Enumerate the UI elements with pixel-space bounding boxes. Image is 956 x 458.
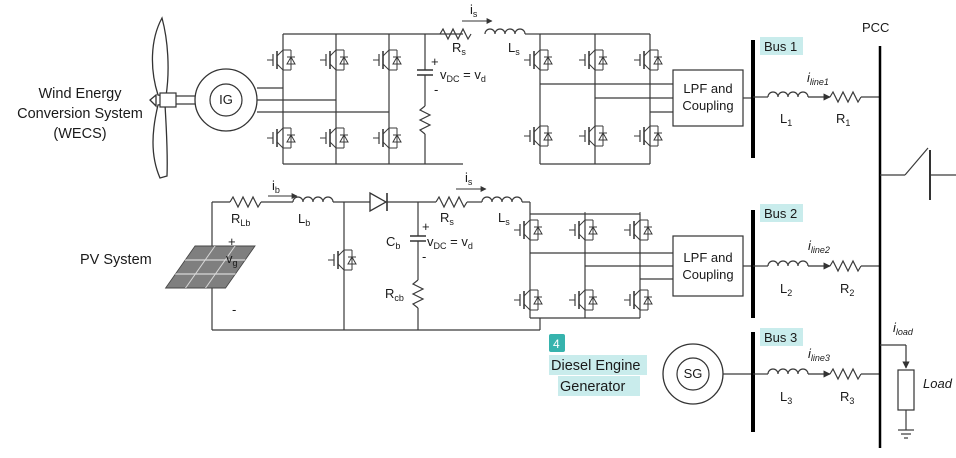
- pv-rs-label: Rs: [440, 210, 454, 227]
- svg-text:+: +: [431, 54, 439, 69]
- load-label: Load: [923, 376, 953, 391]
- inverter-switch: [578, 117, 608, 155]
- pv-inverter-switch: [568, 281, 598, 319]
- rectifier-switch: [266, 41, 296, 79]
- inverter-switch: [578, 41, 608, 79]
- svg-text:LPF and: LPF and: [683, 81, 732, 96]
- pv-is-label: is: [465, 170, 473, 187]
- pv-inverter-switch: [513, 211, 543, 249]
- bus-3-label: Bus 3: [764, 330, 797, 345]
- inverter-switch: [633, 41, 663, 79]
- bus-1-label: Bus 1: [764, 39, 797, 54]
- wecs-label-line-3: (WECS): [53, 126, 106, 142]
- rlb-label: RLb: [231, 211, 250, 228]
- wecs-label-line-1: Wind Energy: [38, 86, 122, 102]
- l1-label: L1: [780, 111, 792, 128]
- pcc-section: PCC iload Load: [862, 20, 956, 448]
- ib-label: ib: [272, 178, 280, 195]
- ig-label: IG: [219, 92, 233, 107]
- l2-label: L2: [780, 281, 792, 298]
- svg-text:Coupling: Coupling: [682, 267, 733, 282]
- pcc-label: PCC: [862, 20, 889, 35]
- boost-diode-icon: [369, 191, 388, 213]
- cb-label: Cb: [386, 234, 400, 251]
- vg-label: vg: [226, 251, 238, 268]
- svg-text:LPF and: LPF and: [683, 250, 732, 265]
- wecs-label-line-2: Conversion System: [17, 106, 143, 122]
- pv-section: RLb Lb ib Cb Rcb + - vDC = vd Rs Ls: [211, 170, 880, 331]
- bus-2-label: Bus 2: [764, 206, 797, 221]
- ls-label: Ls: [508, 40, 520, 57]
- diesel-label-line-1: Diesel Engine: [551, 358, 640, 374]
- inverter-switch: [523, 41, 553, 79]
- iline3-label: iline3: [808, 346, 830, 363]
- pv-panel-icon: [164, 245, 256, 289]
- l3-label: L3: [780, 389, 792, 406]
- diesel-label-line-2: Generator: [560, 379, 625, 395]
- pv-inverter-switch: [513, 281, 543, 319]
- iload-label: iload: [893, 320, 914, 337]
- inverter-switch: [633, 117, 663, 155]
- svg-text:-: -: [422, 249, 426, 264]
- rs-label: Rs: [452, 40, 466, 57]
- rectifier-switch: [372, 119, 402, 157]
- pv-inverter-switch: [623, 211, 653, 249]
- turbine-blades-icon: [149, 16, 169, 179]
- wecs-section: IG + - vDC = vd Rs Ls is: [149, 2, 880, 179]
- svg-text:+: +: [422, 219, 430, 234]
- iline1-label: iline1: [807, 70, 829, 87]
- breaker-switch-icon: [904, 147, 929, 176]
- svg-text:-: -: [232, 302, 236, 317]
- inverter-switch: [523, 117, 553, 155]
- pv-inverter-switch: [623, 281, 653, 319]
- boost-switch: [327, 241, 357, 279]
- iline2-label: iline2: [808, 238, 830, 255]
- rectifier-switch: [319, 41, 349, 79]
- svg-text:Coupling: Coupling: [682, 98, 733, 113]
- rectifier-switch: [266, 119, 296, 157]
- sg-label: SG: [684, 366, 703, 381]
- svg-text:-: -: [434, 82, 438, 97]
- rectifier-switch: [319, 119, 349, 157]
- is-label: is: [470, 2, 478, 19]
- step-badge: 4: [553, 337, 560, 351]
- svg-text:+: +: [228, 234, 236, 249]
- vdc-label: vDC = vd: [440, 67, 486, 84]
- r2-label: R2: [840, 281, 854, 298]
- pv-ls-label: Ls: [498, 210, 510, 227]
- r1-label: R1: [836, 111, 850, 128]
- diesel-section: 4 Diesel Engine Generator SG Bus 3 L3 R3…: [549, 328, 880, 432]
- load-resistor-icon: [897, 369, 915, 411]
- pv-system-label: PV System: [80, 252, 152, 268]
- pv-vdc-label: vDC = vd: [427, 234, 473, 251]
- rectifier-switch: [372, 41, 402, 79]
- r3-label: R3: [840, 389, 854, 406]
- lb-label: Lb: [298, 211, 310, 228]
- pv-inverter-switch: [568, 211, 598, 249]
- rcb-label: Rcb: [385, 286, 404, 303]
- lpf-coupling-box-2: [672, 235, 744, 297]
